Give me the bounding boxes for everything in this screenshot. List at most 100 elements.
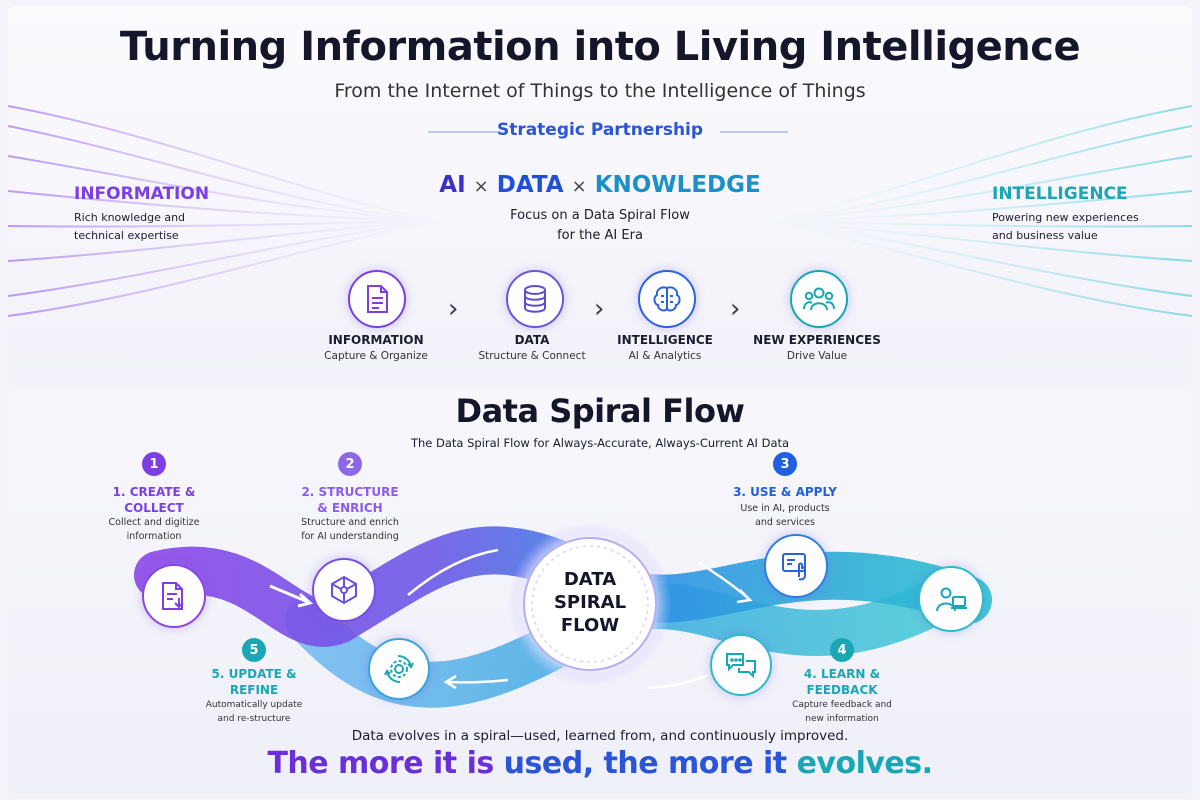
tagline-part-3: , the more it: [582, 746, 797, 781]
right-desc-1: Powering new experiences: [992, 211, 1139, 224]
formula-desc-2: for the AI Era: [557, 228, 643, 243]
pipeline-data-circle: [506, 270, 564, 328]
step-2-desc-1: Structure and enrich: [301, 517, 399, 528]
formula-times-2: ×: [571, 176, 587, 197]
step-1-label-2: COLLECT: [124, 501, 184, 515]
pipeline-intelligence-text: INTELLIGENCE AI & Analytics: [597, 332, 733, 362]
step-2-label-1: 2. STRUCTURE: [301, 485, 399, 499]
flow-arrow-5-head: [443, 674, 457, 690]
flow-arrow-3-head: [736, 589, 753, 604]
pipeline-chevron-2: ›: [594, 294, 605, 324]
pipeline-information-text: INFORMATION Capture & Organize: [308, 332, 444, 362]
screen-tap-icon: [782, 553, 806, 581]
pipeline-data-text: DATA Structure & Connect: [464, 332, 600, 362]
pipeline-chevron-3: ›: [730, 294, 741, 324]
left-desc-1: Rich knowledge and: [74, 211, 186, 224]
step-1-desc-1: Collect and digitize: [108, 517, 200, 528]
formula-data: DATA: [496, 172, 564, 198]
step-4-text: 4. LEARN & FEEDBACK Capture feedback and…: [780, 666, 904, 726]
tagline-evolves: evolves: [796, 746, 923, 781]
step-3-label-1: 3. USE & APPLY: [733, 485, 837, 499]
pipeline-intelligence-label: INTELLIGENCE: [617, 333, 713, 347]
step-1-text: 1. CREATE & COLLECT Collect and digitize…: [94, 484, 214, 544]
pipeline-intelligence-circle: [638, 270, 696, 328]
flow-arrow-5: [447, 678, 509, 684]
step-5-label-1: 5. UPDATE &: [211, 667, 297, 681]
step-5-badge: 5: [242, 638, 266, 662]
pipeline-data-label: DATA: [514, 333, 550, 347]
people-icon: [803, 287, 835, 311]
left-purple-streams: [8, 105, 439, 317]
pipeline-experiences-text: NEW EXPERIENCES Drive Value: [744, 332, 890, 362]
pipeline-intelligence-desc: AI & Analytics: [628, 350, 702, 362]
center-label-3: FLOW: [560, 615, 620, 636]
top-panel: Turning Information into Living Intellig…: [8, 6, 1192, 384]
center-label: DATA SPIRAL FLOW: [530, 568, 650, 637]
pipeline-chevron-1: ›: [448, 294, 459, 324]
formula-desc-1: Focus on a Data Spiral Flow: [510, 208, 690, 223]
step-5-desc-2: and re-structure: [217, 714, 291, 724]
left-desc-2: technical expertise: [74, 229, 179, 242]
center-label-2: SPIRAL: [553, 592, 627, 613]
left-heading: INFORMATION: [74, 184, 210, 204]
pipeline-information-label: INFORMATION: [328, 333, 424, 347]
pipeline-experiences-desc: Drive Value: [786, 350, 848, 362]
document-icon: [367, 285, 388, 313]
step-2-text: 2. STRUCTURE & ENRICH Structure and enri…: [290, 484, 410, 544]
tagline-part-1: The more it is: [267, 746, 504, 781]
step-5-desc-1: Automatically update: [205, 700, 303, 710]
step-4-desc-2: new information: [805, 714, 879, 724]
database-icon: [524, 285, 546, 313]
step-3-badge: 3: [773, 452, 797, 476]
step-1-desc-2: information: [126, 531, 182, 542]
partnership-label: Strategic Partnership: [496, 120, 704, 140]
pipeline-information-desc: Capture & Organize: [324, 350, 428, 362]
step-5-label-2: REFINE: [229, 683, 279, 697]
pipeline-data-desc: Structure & Connect: [478, 350, 586, 362]
page-title: Turning Information into Living Intellig…: [119, 24, 1081, 70]
pipeline-experiences-label: NEW EXPERIENCES: [753, 333, 881, 347]
step-2-label-2: & ENRICH: [317, 501, 383, 515]
spiral-footer-line: Data evolves in a spiral—used, learned f…: [351, 728, 849, 744]
user-laptop-icon: [936, 587, 967, 612]
left-info-block: INFORMATION Rich knowledge and technical…: [74, 184, 209, 245]
flow-arrow-2: [407, 548, 499, 596]
streams-background: [8, 105, 1192, 317]
node-experience: [918, 566, 984, 632]
step-4-label-1: 4. LEARN &: [803, 667, 881, 681]
gear-refresh-icon: [384, 655, 414, 683]
bottom-panel: Data Spiral Flow The Data Spiral Flow fo…: [8, 390, 1192, 794]
brain-icon: [653, 286, 681, 312]
document-download-icon: [162, 582, 184, 610]
right-heading: INTELLIGENCE: [992, 184, 1128, 204]
formula-times-1: ×: [473, 176, 489, 197]
node-use-apply: [764, 534, 828, 598]
flow-arrow-1: [269, 584, 309, 604]
right-desc-2: and business value: [992, 229, 1098, 242]
node-create-collect: [142, 564, 206, 628]
spiral-subtitle: The Data Spiral Flow for Always-Accurate…: [410, 436, 790, 450]
step-3-desc-1: Use in AI, products: [740, 503, 830, 514]
step-5-text: 5. UPDATE & REFINE Automatically update …: [194, 666, 314, 726]
formula-ai: AI: [439, 172, 466, 198]
step-1-label-1: 1. CREATE &: [112, 485, 196, 499]
center-label-1: DATA: [563, 569, 617, 590]
center-ring: [523, 537, 657, 671]
spiral-title: Data Spiral Flow: [455, 392, 745, 430]
step-3-text: 3. USE & APPLY Use in AI, products and s…: [720, 484, 850, 530]
chat-bubbles-icon: [726, 653, 756, 679]
center-inner-ring: [531, 545, 649, 663]
spiral-tagline: The more it is used, the more it evolves…: [8, 746, 1192, 781]
step-2-badge: 2: [338, 452, 362, 476]
network-hexagon-icon: [331, 575, 357, 605]
step-4-badge: 4: [830, 638, 854, 662]
flow-arrow-1-head: [297, 592, 314, 608]
step-2-desc-2: for AI understanding: [301, 531, 399, 542]
page-subtitle: From the Internet of Things to the Intel…: [334, 80, 866, 102]
step-4-desc-1: Capture feedback and: [792, 700, 892, 710]
right-teal-streams: [767, 105, 1192, 317]
tagline-period: .: [921, 746, 933, 781]
step-4-label-2: FEEDBACK: [806, 683, 878, 697]
pipeline-information-circle: [348, 270, 406, 328]
node-structure-enrich: [312, 558, 376, 622]
